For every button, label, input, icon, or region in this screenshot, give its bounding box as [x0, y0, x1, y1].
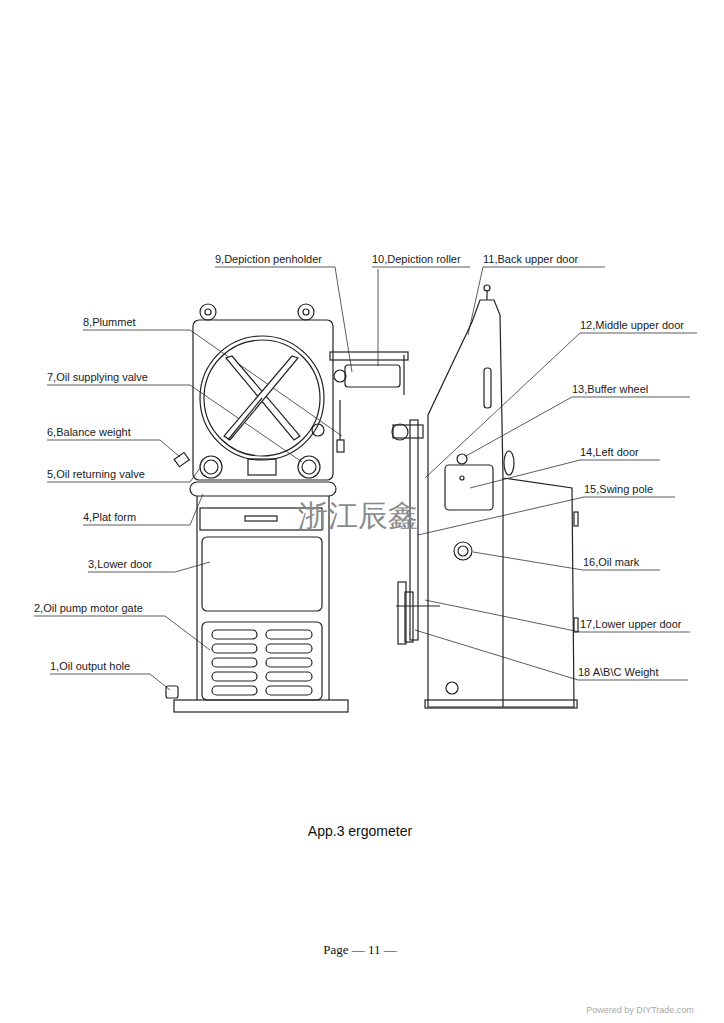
part-label: 13,Buffer wheel — [572, 383, 648, 396]
side-view — [392, 285, 578, 708]
part-label: 7,Oil supplying valve — [47, 371, 148, 384]
page-number: Page — 11 — — [323, 942, 397, 958]
part-label: 12,Middle upper door — [580, 319, 684, 332]
part-label: 4,Plat form — [83, 511, 136, 524]
part-label: 15,Swing pole — [584, 483, 653, 496]
part-label: 1,Oil output hole — [50, 660, 130, 673]
part-label: 17,Lower upper door — [580, 618, 682, 631]
part-label: 3,Lower door — [88, 558, 152, 571]
part-label: 11,Back upper door — [483, 253, 578, 266]
part-label: 14,Left door — [580, 446, 639, 459]
part-label: 6,Balance weight — [47, 426, 131, 439]
part-label: 9,Depiction penholder — [215, 253, 322, 266]
leader-lines — [34, 267, 697, 690]
part-label: 8,Plummet — [83, 316, 136, 329]
watermark: Powered by DIYTrade.com — [586, 1005, 694, 1016]
part-label: 10,Depiction roller — [372, 253, 461, 266]
part-label: 5,Oil returning valve — [47, 468, 145, 481]
watermark: 浙江辰鑫 — [298, 498, 418, 534]
part-label: 18 A\B\C Weight — [578, 666, 659, 679]
part-label: 16,Oil mark — [583, 556, 639, 569]
part-label: 2,Oil pump motor gate — [34, 602, 143, 615]
caption: App.3 ergometer — [308, 823, 412, 840]
